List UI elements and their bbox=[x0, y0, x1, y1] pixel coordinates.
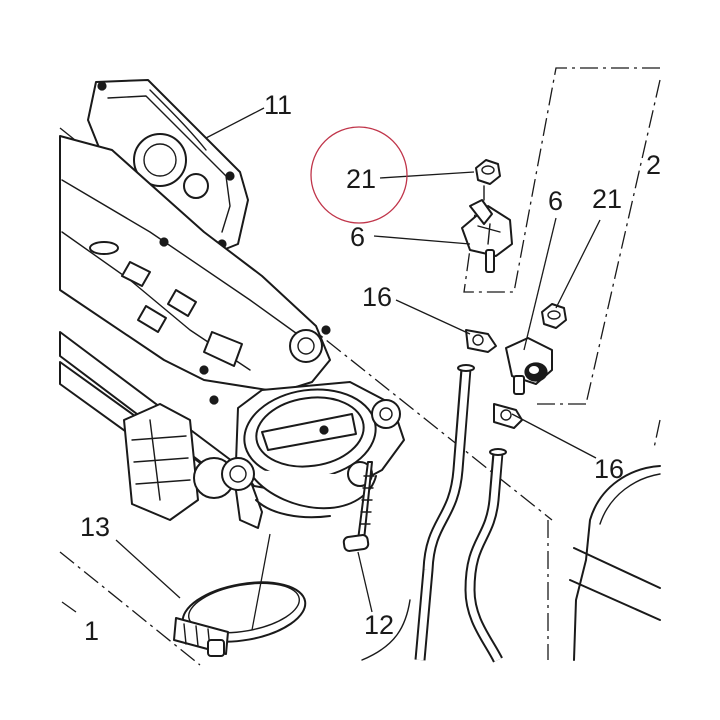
throttle-bracket bbox=[59, 135, 331, 393]
hose-clip-lower bbox=[493, 403, 523, 429]
callout-12: 12 bbox=[364, 610, 394, 640]
nut-lower bbox=[541, 303, 567, 329]
callout-labels: 11 21 6 16 6 21 2 16 13 12 1 bbox=[80, 90, 661, 646]
highlight-circle bbox=[310, 126, 408, 224]
callout-21-lower: 21 bbox=[592, 184, 622, 214]
nut-upper bbox=[475, 159, 501, 185]
hoses bbox=[361, 364, 507, 663]
callout-21-upper: 21 bbox=[346, 164, 376, 194]
callout-16-upper: 16 bbox=[362, 282, 392, 312]
hose-clamp bbox=[173, 581, 307, 657]
tank bbox=[569, 465, 661, 661]
hose-clip-upper bbox=[465, 329, 497, 353]
callout-1: 1 bbox=[84, 616, 99, 646]
screw bbox=[342, 461, 375, 552]
callout-16-lower: 16 bbox=[594, 454, 624, 484]
callout-11: 11 bbox=[264, 90, 292, 120]
callout-13: 13 bbox=[80, 512, 110, 542]
sensor-upper bbox=[461, 185, 513, 273]
callout-6-lower: 6 bbox=[548, 186, 563, 216]
sensor-lower bbox=[505, 337, 553, 395]
throttle-body bbox=[193, 381, 405, 519]
connector-block bbox=[123, 403, 199, 521]
actuator-housing bbox=[87, 79, 249, 253]
leader-lines bbox=[115, 107, 601, 631]
callout-2: 2 bbox=[646, 150, 661, 180]
callout-6-upper: 6 bbox=[350, 222, 365, 252]
